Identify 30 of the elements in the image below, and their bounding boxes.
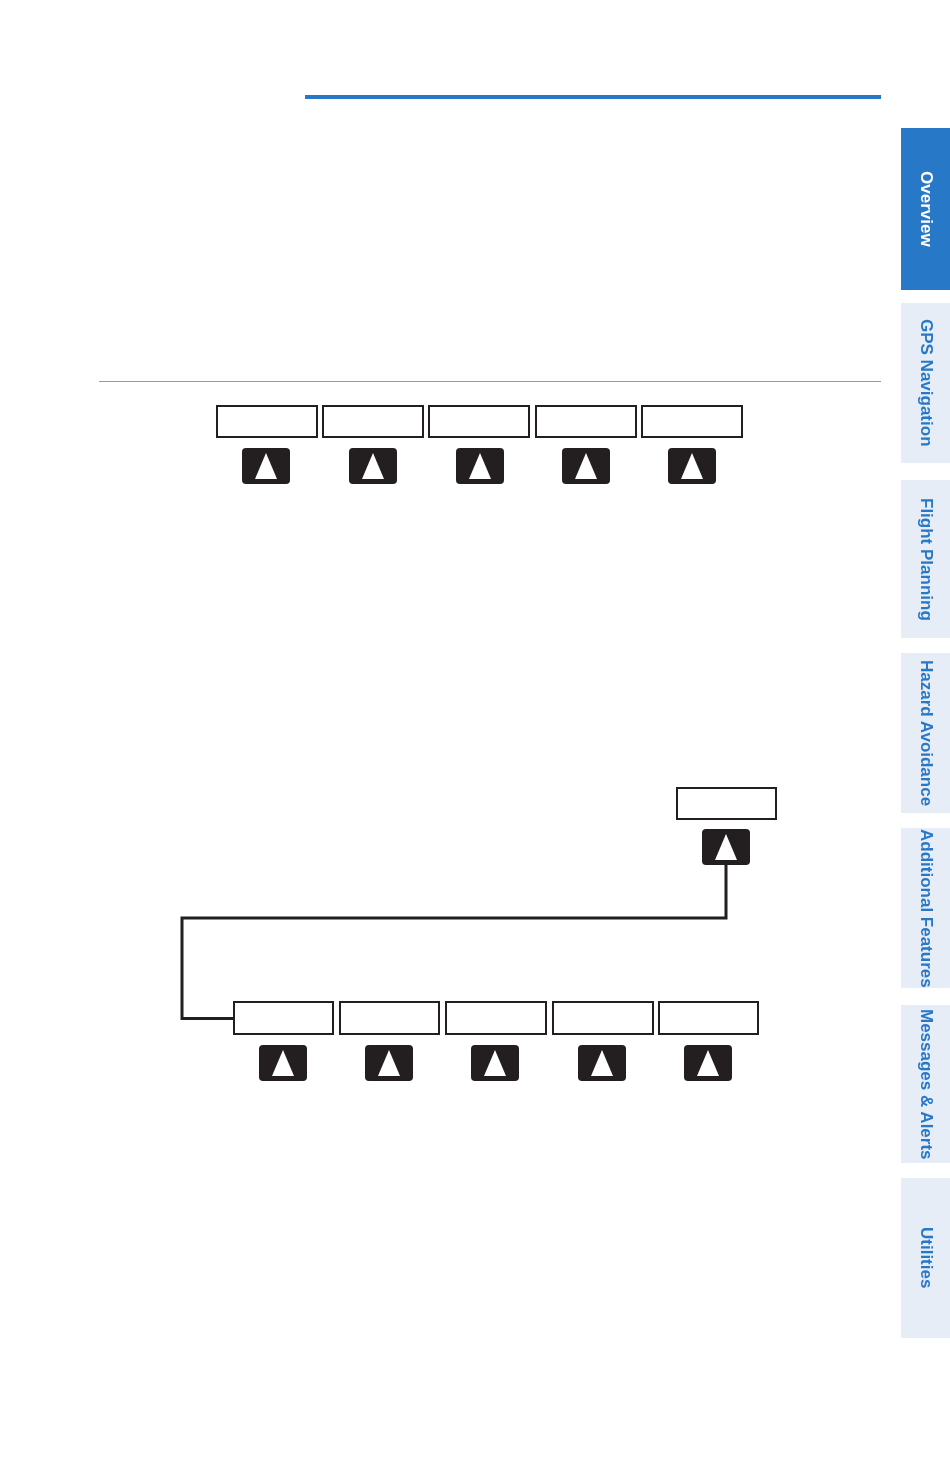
softkey-button [684, 1045, 732, 1081]
softkey-button [365, 1045, 413, 1081]
softkey-button [668, 448, 716, 484]
softkey-label-box [641, 405, 743, 438]
softkey-label-box [658, 1001, 759, 1035]
softkey-button [702, 829, 750, 865]
softkey-label-box [676, 787, 777, 820]
softkey-button [456, 448, 504, 484]
softkey-label-box [428, 405, 530, 438]
softkey-button [259, 1045, 307, 1081]
softkey-button [471, 1045, 519, 1081]
softkey-label-box [445, 1001, 547, 1035]
side-tab: Overview [901, 128, 950, 290]
softkey-label-box [233, 1001, 334, 1035]
softkey-button [578, 1045, 626, 1081]
side-tab: GPS Navigation [901, 303, 950, 463]
side-tab: Messages & Alerts [901, 1005, 950, 1163]
softkey-button [562, 448, 610, 484]
softkey-label-box [322, 405, 424, 438]
side-tab: Utilities [901, 1178, 950, 1338]
side-tab: Additional Features [901, 828, 950, 988]
softkey-label-box [535, 405, 637, 438]
softkey-label-box [552, 1001, 654, 1035]
softkey-label-box [339, 1001, 440, 1035]
connector-line [180, 865, 728, 1020]
side-tab: Hazard Avoidance [901, 653, 950, 813]
side-tab: Flight Planning [901, 480, 950, 638]
softkey-button [349, 448, 397, 484]
softkey-button [242, 448, 290, 484]
softkey-label-box [216, 405, 318, 438]
